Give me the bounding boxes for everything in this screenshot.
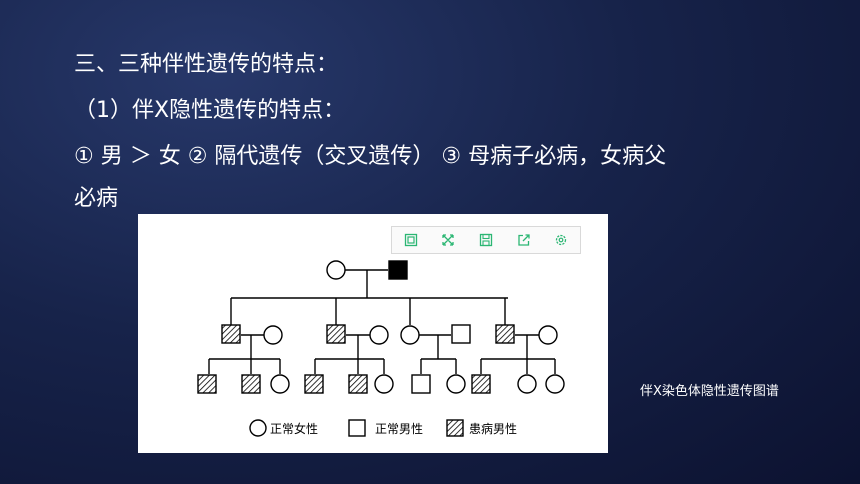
- figure-caption: 伴X染色体隐性遗传图谱: [640, 384, 779, 399]
- image-toolbar: [391, 226, 581, 254]
- gen3-affected-male: [471, 374, 491, 394]
- legend-normal-female-label: 正常女性: [270, 421, 318, 436]
- settings-icon[interactable]: [542, 227, 580, 253]
- gen3-affected-male: [241, 374, 261, 394]
- pedigree-chart: 正常女性 正常男性 患病男性: [197, 260, 565, 437]
- gen3-affected-male: [197, 374, 217, 394]
- legend-affected-male-label: 患病男性: [469, 421, 517, 436]
- characteristics-line-1: ① 男 ＞ 女 ② 隔代遗传（交叉遗传） ③ 母病子必病，女病父: [74, 144, 667, 169]
- gen2-affected-male: [495, 324, 515, 344]
- gen3-normal-female: [517, 374, 537, 394]
- gen3-normal-female: [270, 374, 290, 394]
- pedigree-figure: 正常女性 正常男性 患病男性: [138, 214, 608, 453]
- fullscreen-icon[interactable]: [430, 227, 468, 253]
- gen2-normal-female: [400, 325, 420, 345]
- legend-affected-male-symbol: [446, 419, 464, 437]
- legend-normal-male-label: 正常男性: [375, 422, 423, 436]
- gen3-affected-male: [348, 374, 368, 394]
- gen2-normal-female: [538, 325, 558, 345]
- gen1-affected-male-solid: [388, 260, 408, 280]
- legend-male-symbol: [348, 419, 366, 437]
- slide-subheading: （1）伴X隐性遗传的特点：: [74, 98, 346, 123]
- expand-icon[interactable]: [392, 227, 430, 253]
- gen3-affected-male: [304, 374, 324, 394]
- gen3-normal-female: [545, 374, 565, 394]
- characteristics-line-2: 必病: [74, 186, 119, 211]
- save-icon[interactable]: [467, 227, 505, 253]
- gen2-affected-male: [221, 324, 241, 344]
- gen3-normal-female: [446, 374, 466, 394]
- gen3-normal-female: [374, 374, 394, 394]
- legend-female-symbol: [249, 419, 267, 437]
- gen2-normal-female: [263, 325, 283, 345]
- gen2-affected-male: [326, 324, 346, 344]
- gen2-normal-female: [369, 325, 389, 345]
- gen1-normal-female: [326, 260, 346, 280]
- share-icon[interactable]: [505, 227, 543, 253]
- slide-heading: 三、三种伴性遗传的特点：: [74, 52, 339, 77]
- gen2-normal-male: [451, 324, 471, 344]
- gen3-normal-male: [411, 374, 431, 394]
